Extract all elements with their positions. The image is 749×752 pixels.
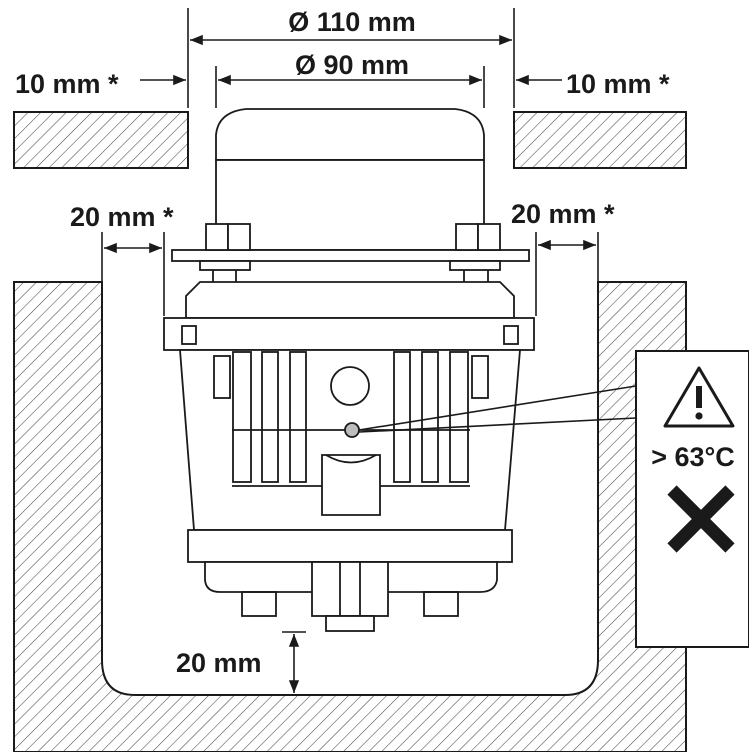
dimension-lines: [101, 8, 637, 693]
label-bottom-clearance: 20 mm: [176, 648, 262, 678]
temperature-warning-box: > 63°C: [635, 350, 749, 648]
label-side-left-clearance: 20 mm *: [70, 202, 174, 232]
ground-recess: [13, 281, 687, 752]
label-inner-diameter: Ø 90 mm: [295, 50, 409, 80]
label-outer-diameter: Ø 110 mm: [288, 7, 416, 37]
ceiling-slab-right: [513, 111, 687, 169]
device-unit: [163, 108, 535, 632]
label-top-left-clearance: 10 mm *: [15, 69, 119, 99]
ceiling-slab-left: [13, 111, 189, 169]
prohibited-cross-icon: [667, 485, 735, 553]
warning-temperature-label: > 63°C: [651, 442, 735, 472]
warning-triangle-icon: [663, 366, 735, 428]
label-top-right-clearance: 10 mm *: [566, 69, 670, 99]
label-side-right-clearance: 20 mm *: [511, 199, 615, 229]
